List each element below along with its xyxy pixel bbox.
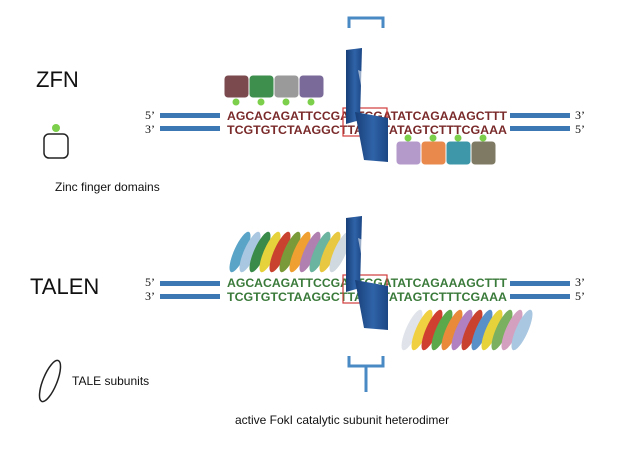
tale-subunit: [229, 231, 251, 273]
zfn-strand-bottom-right: [510, 126, 570, 131]
tale-subunit: [329, 231, 351, 273]
zinc-finger-dot: [282, 98, 290, 106]
foki-bracket-top: [347, 16, 385, 28]
zinc-finger-domain: [298, 74, 325, 99]
zfn-foki-nuclease-lower: [355, 112, 388, 162]
talen-end-bottom-left: 3’: [145, 289, 155, 303]
talen-end-top-left: 5’: [145, 275, 155, 289]
foki-caption: active FokI catalytic subunit heterodime…: [235, 413, 449, 427]
zinc-finger-dot: [307, 98, 315, 106]
talen-foki-nuclease-lower: [355, 280, 388, 330]
talen-strand-top-right: [510, 281, 570, 286]
zinc-finger-dot: [429, 134, 437, 142]
zfn-foki-highlight: [358, 70, 380, 102]
tale-subunit: [309, 231, 331, 273]
talen-upper-tale-array: [229, 231, 351, 273]
tale-subunit: [451, 309, 473, 351]
talen-foki-highlight: [358, 238, 380, 270]
tale-legend-icon: [38, 359, 62, 403]
zfn-end-top-left: 5’: [145, 108, 155, 122]
zinc-finger-legend-icon: [43, 124, 69, 159]
tale-subunit: [411, 309, 433, 351]
tale-subunit: [501, 309, 523, 351]
talen-label: TALEN: [30, 274, 99, 299]
zfn-end-bottom-right: 5’: [575, 122, 585, 136]
talen-end-top-right: 3’: [575, 275, 585, 289]
zfn-strand-top-right: [510, 113, 570, 118]
zinc-finger-domain: [223, 74, 250, 99]
zinc-finger-domain: [470, 140, 497, 166]
talen-lower-tale-array: [401, 309, 533, 351]
tale-subunit: [279, 231, 301, 273]
talen-end-bottom-right: 5’: [575, 289, 585, 303]
zinc-finger-domain: [395, 140, 422, 166]
tale-subunit: [441, 309, 463, 351]
zinc-finger-domain: [420, 140, 447, 166]
tale-subunit: [431, 309, 453, 351]
zfn-strand-bottom-left: [160, 126, 220, 131]
tale-subunit: [319, 231, 341, 273]
talen-strand-bottom-right: [510, 294, 570, 299]
zfn-upper-finger-group: [223, 74, 325, 106]
tale-subunit: [239, 231, 261, 273]
tale-subunit: [289, 231, 311, 273]
tale-subunit: [269, 231, 291, 273]
foki-bracket-bottom: [347, 356, 385, 392]
tale-subunit: [401, 309, 423, 351]
tale-subunit: [471, 309, 493, 351]
tale-legend-label: TALE subunits: [72, 374, 149, 388]
talen-foki-nuclease-upper: [346, 216, 362, 292]
zfn-lower-finger-group: [395, 134, 497, 166]
tale-subunit: [259, 231, 281, 273]
tale-subunit: [491, 309, 513, 351]
tale-subunit: [511, 309, 533, 351]
zfn-end-top-right: 3’: [575, 108, 585, 122]
zfn-end-bottom-left: 3’: [145, 122, 155, 136]
tale-subunit: [461, 309, 483, 351]
zinc-finger-legend-label: Zinc finger domains: [55, 180, 160, 194]
zinc-finger-dot: [454, 134, 462, 142]
talen-strand-top-left: [160, 281, 220, 286]
zinc-finger-domain: [248, 74, 275, 99]
tale-subunit: [421, 309, 443, 351]
tale-subunit: [299, 231, 321, 273]
zinc-finger-dot: [232, 98, 240, 106]
zinc-finger-domain: [273, 74, 300, 99]
zfn-label: ZFN: [36, 67, 79, 92]
zinc-finger-domain: [445, 140, 472, 166]
talen-strand-bottom-left: [160, 294, 220, 299]
tale-subunit: [481, 309, 503, 351]
tale-subunit: [249, 231, 271, 273]
zinc-finger-dot: [404, 134, 412, 142]
zinc-finger-dot: [257, 98, 265, 106]
zfn-strand-top-left: [160, 113, 220, 118]
zinc-finger-dot: [479, 134, 487, 142]
zfn-foki-nuclease-upper: [346, 48, 362, 124]
